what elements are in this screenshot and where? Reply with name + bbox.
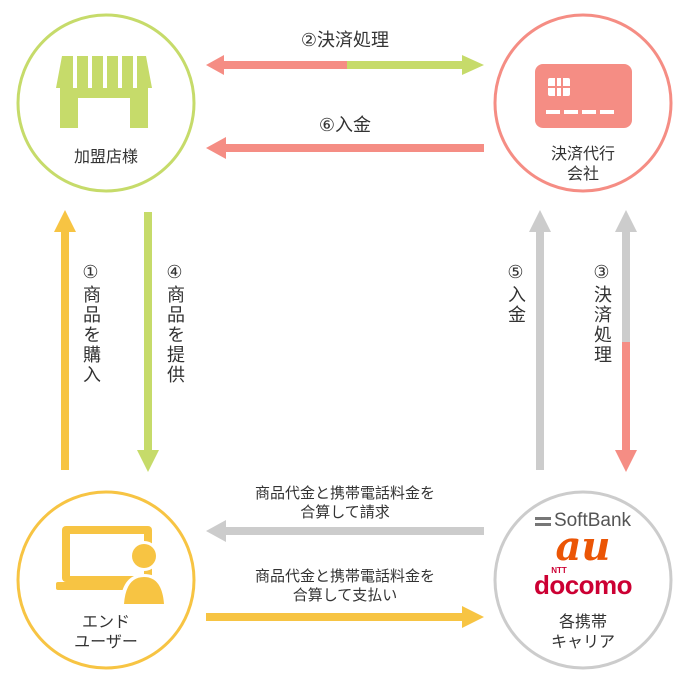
step1-arrow [54, 210, 76, 470]
end-user-label: エンド ユーザー [74, 612, 138, 651]
step5-label: ⑤入金 [505, 262, 526, 325]
docomo-logo: docomo [533, 570, 633, 600]
payment-arrow [206, 606, 484, 628]
step1-label: ①商品を購入 [80, 262, 101, 385]
softbank-text: SoftBank [553, 510, 632, 531]
billing-label: 商品代金と携帯電話料金を 合算して請求 [254, 484, 435, 521]
billing-arrow [206, 520, 484, 542]
user-computer-icon [56, 526, 168, 604]
au-logo: au [555, 523, 611, 570]
step4-label: ④商品を提供 [164, 262, 185, 385]
step6-arrow [206, 137, 484, 159]
step3-label: ③決済処理 [591, 262, 612, 365]
step6-label: ⑥入金 [318, 115, 372, 136]
step5-arrow [529, 210, 551, 470]
docomo-ntt-mark: NTT [551, 566, 567, 575]
softbank-mark-icon [534, 516, 551, 526]
softbank-logo: SoftBank [528, 510, 638, 532]
carrier-label: 各携帯 キャリア [550, 612, 615, 651]
shop-icon [56, 56, 152, 128]
step3-arrow [615, 210, 637, 472]
step2-arrow [206, 55, 484, 75]
merchant-label: 加盟店様 [73, 147, 138, 166]
step4-arrow [137, 212, 159, 472]
carrier-node [493, 490, 673, 670]
credit-card-icon [535, 64, 632, 128]
card-company-label: 決済代行 会社 [550, 144, 615, 183]
step2-label: ②決済処理 [300, 30, 390, 51]
payment-label: 商品代金と携帯電話料金を 合算して支払い [254, 567, 435, 604]
